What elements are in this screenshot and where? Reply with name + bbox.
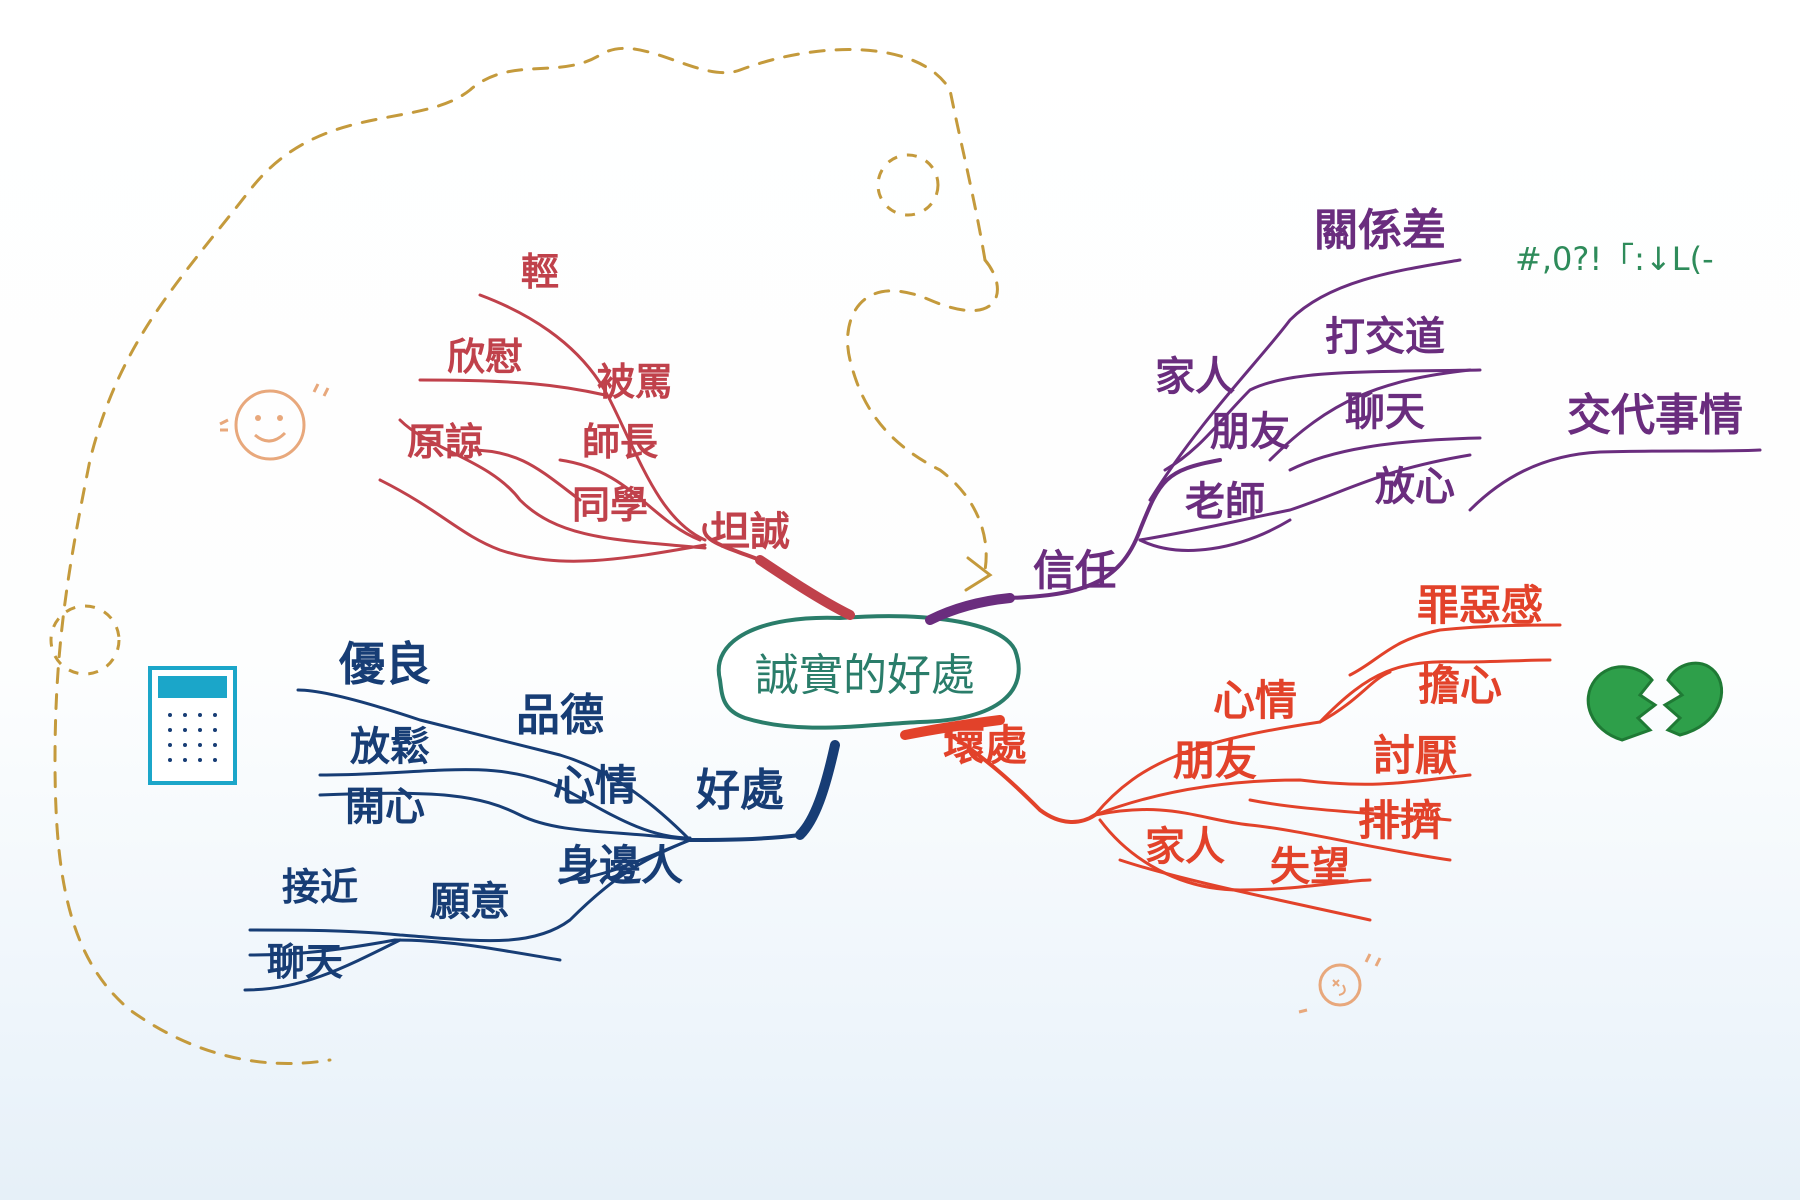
- top-right-label-3: 家人: [1155, 354, 1235, 400]
- top-left-label-6: 同學: [572, 483, 648, 527]
- corner-annotation: #,0?!「:↓L(-: [1515, 240, 1714, 278]
- smiley-face-icon: [219, 383, 330, 461]
- branch-top-left: 坦誠 輕 欣慰 被罵 原諒 師長 同學: [378, 250, 855, 620]
- top-left-root-label: 坦誠: [710, 509, 790, 555]
- top-left-label-5: 師長: [582, 420, 659, 464]
- bottom-right-label-4: 朋友: [1173, 736, 1257, 785]
- top-right-label-4: 朋友: [1210, 409, 1290, 455]
- top-left-label-1: 輕: [521, 250, 559, 294]
- bottom-left-root-label: 好處: [695, 765, 784, 816]
- branch-bottom-right: 壞處 罪惡感 心情 擔心 朋友 討厭 排擠 家人 失望: [900, 581, 1562, 922]
- broken-heart-icon: [1586, 661, 1724, 742]
- bottom-left-label-9: 聊天: [267, 940, 343, 984]
- top-right-root-label: 信任: [1033, 546, 1117, 595]
- bottom-right-label-5: 討厭: [1373, 731, 1457, 780]
- bottom-right-label-3: 擔心: [1418, 661, 1502, 710]
- top-right-label-8: 放心: [1375, 464, 1455, 510]
- top-left-label-4: 原諒: [407, 420, 483, 464]
- top-left-label-3: 被罵: [597, 360, 673, 404]
- bottom-left-label-3: 放鬆: [350, 724, 430, 770]
- bottom-right-label-1: 罪惡感: [1417, 581, 1543, 630]
- cross-face-icon: [1298, 953, 1382, 1014]
- bottom-right-label-2: 心情: [1213, 676, 1297, 725]
- top-right-label-5: 聊天: [1345, 389, 1425, 435]
- bottom-left-label-5: 心情: [553, 761, 637, 810]
- bottom-left-label-8: 願意: [430, 879, 510, 925]
- award-certificate-icon: [148, 666, 237, 785]
- bottom-right-label-6: 排擠: [1358, 796, 1442, 845]
- center-label: 誠實的好處: [755, 650, 975, 701]
- top-right-label-1: 關係差: [1314, 205, 1446, 256]
- bottom-left-label-2: 品德: [516, 690, 604, 741]
- top-right-label-6: 交代事情: [1567, 390, 1743, 441]
- bottom-right-label-7: 家人: [1145, 824, 1225, 870]
- branch-top-right: 信任 關係差 打交道 家人 朋友 聊天 交代事情 老師 放心: [925, 205, 1762, 625]
- center-node: 誠實的好處: [716, 614, 1021, 730]
- bottom-right-root-label: 壞處: [943, 721, 1027, 770]
- bottom-right-label-8: 失望: [1270, 844, 1350, 890]
- dashed-path-doodle: [49, 46, 999, 1065]
- branch-bottom-left: 好處 優良 品德 放鬆 開心 心情 身邊人 接近 願意 聊天: [243, 637, 840, 992]
- top-left-label-2: 欣慰: [447, 335, 523, 379]
- bottom-left-label-7: 接近: [282, 865, 358, 909]
- top-right-label-2: 打交道: [1325, 314, 1445, 360]
- bottom-left-label-4: 開心: [345, 784, 425, 830]
- bottom-left-label-6: 身邊人: [557, 841, 683, 890]
- top-right-label-7: 老師: [1185, 479, 1265, 525]
- bottom-left-label-1: 優良: [338, 637, 431, 691]
